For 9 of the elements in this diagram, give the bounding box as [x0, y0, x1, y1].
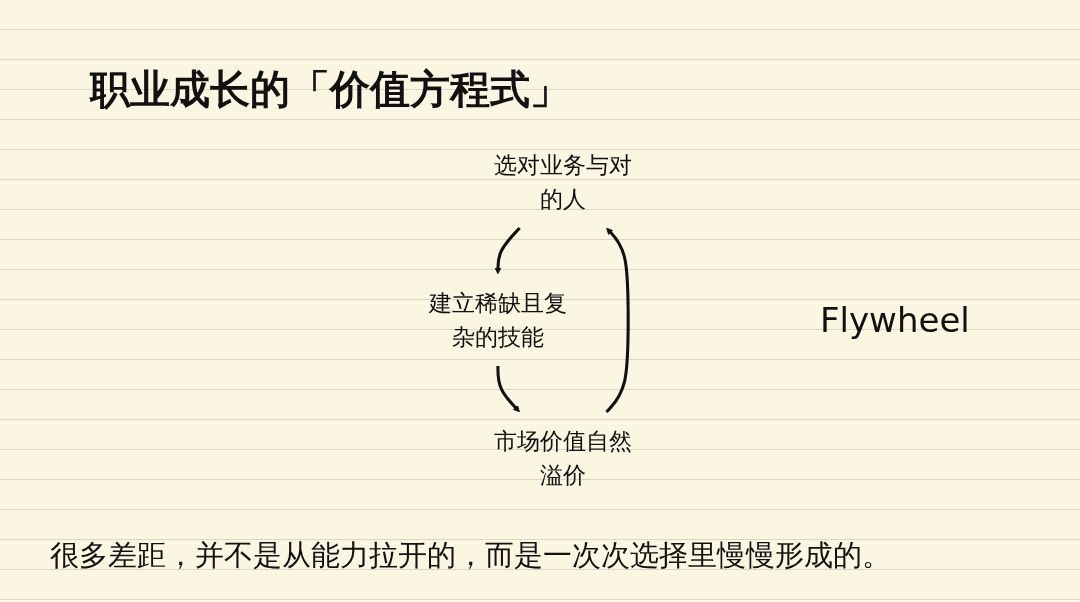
caption: 很多差距，并不是从能力拉开的，而是一次次选择里慢慢形成的。	[50, 537, 891, 574]
node-text: 选对业务与对的人	[493, 151, 632, 213]
title: 职业成长的「价值方程式」	[90, 65, 570, 114]
arrow	[604, 227, 630, 413]
arrow	[494, 227, 521, 275]
center-label: Flywheel	[820, 300, 970, 340]
node-text: 市场价值自然溢价	[493, 427, 632, 489]
node-text: 建立稀缺且复杂的技能	[428, 289, 567, 351]
arrow	[495, 365, 520, 413]
